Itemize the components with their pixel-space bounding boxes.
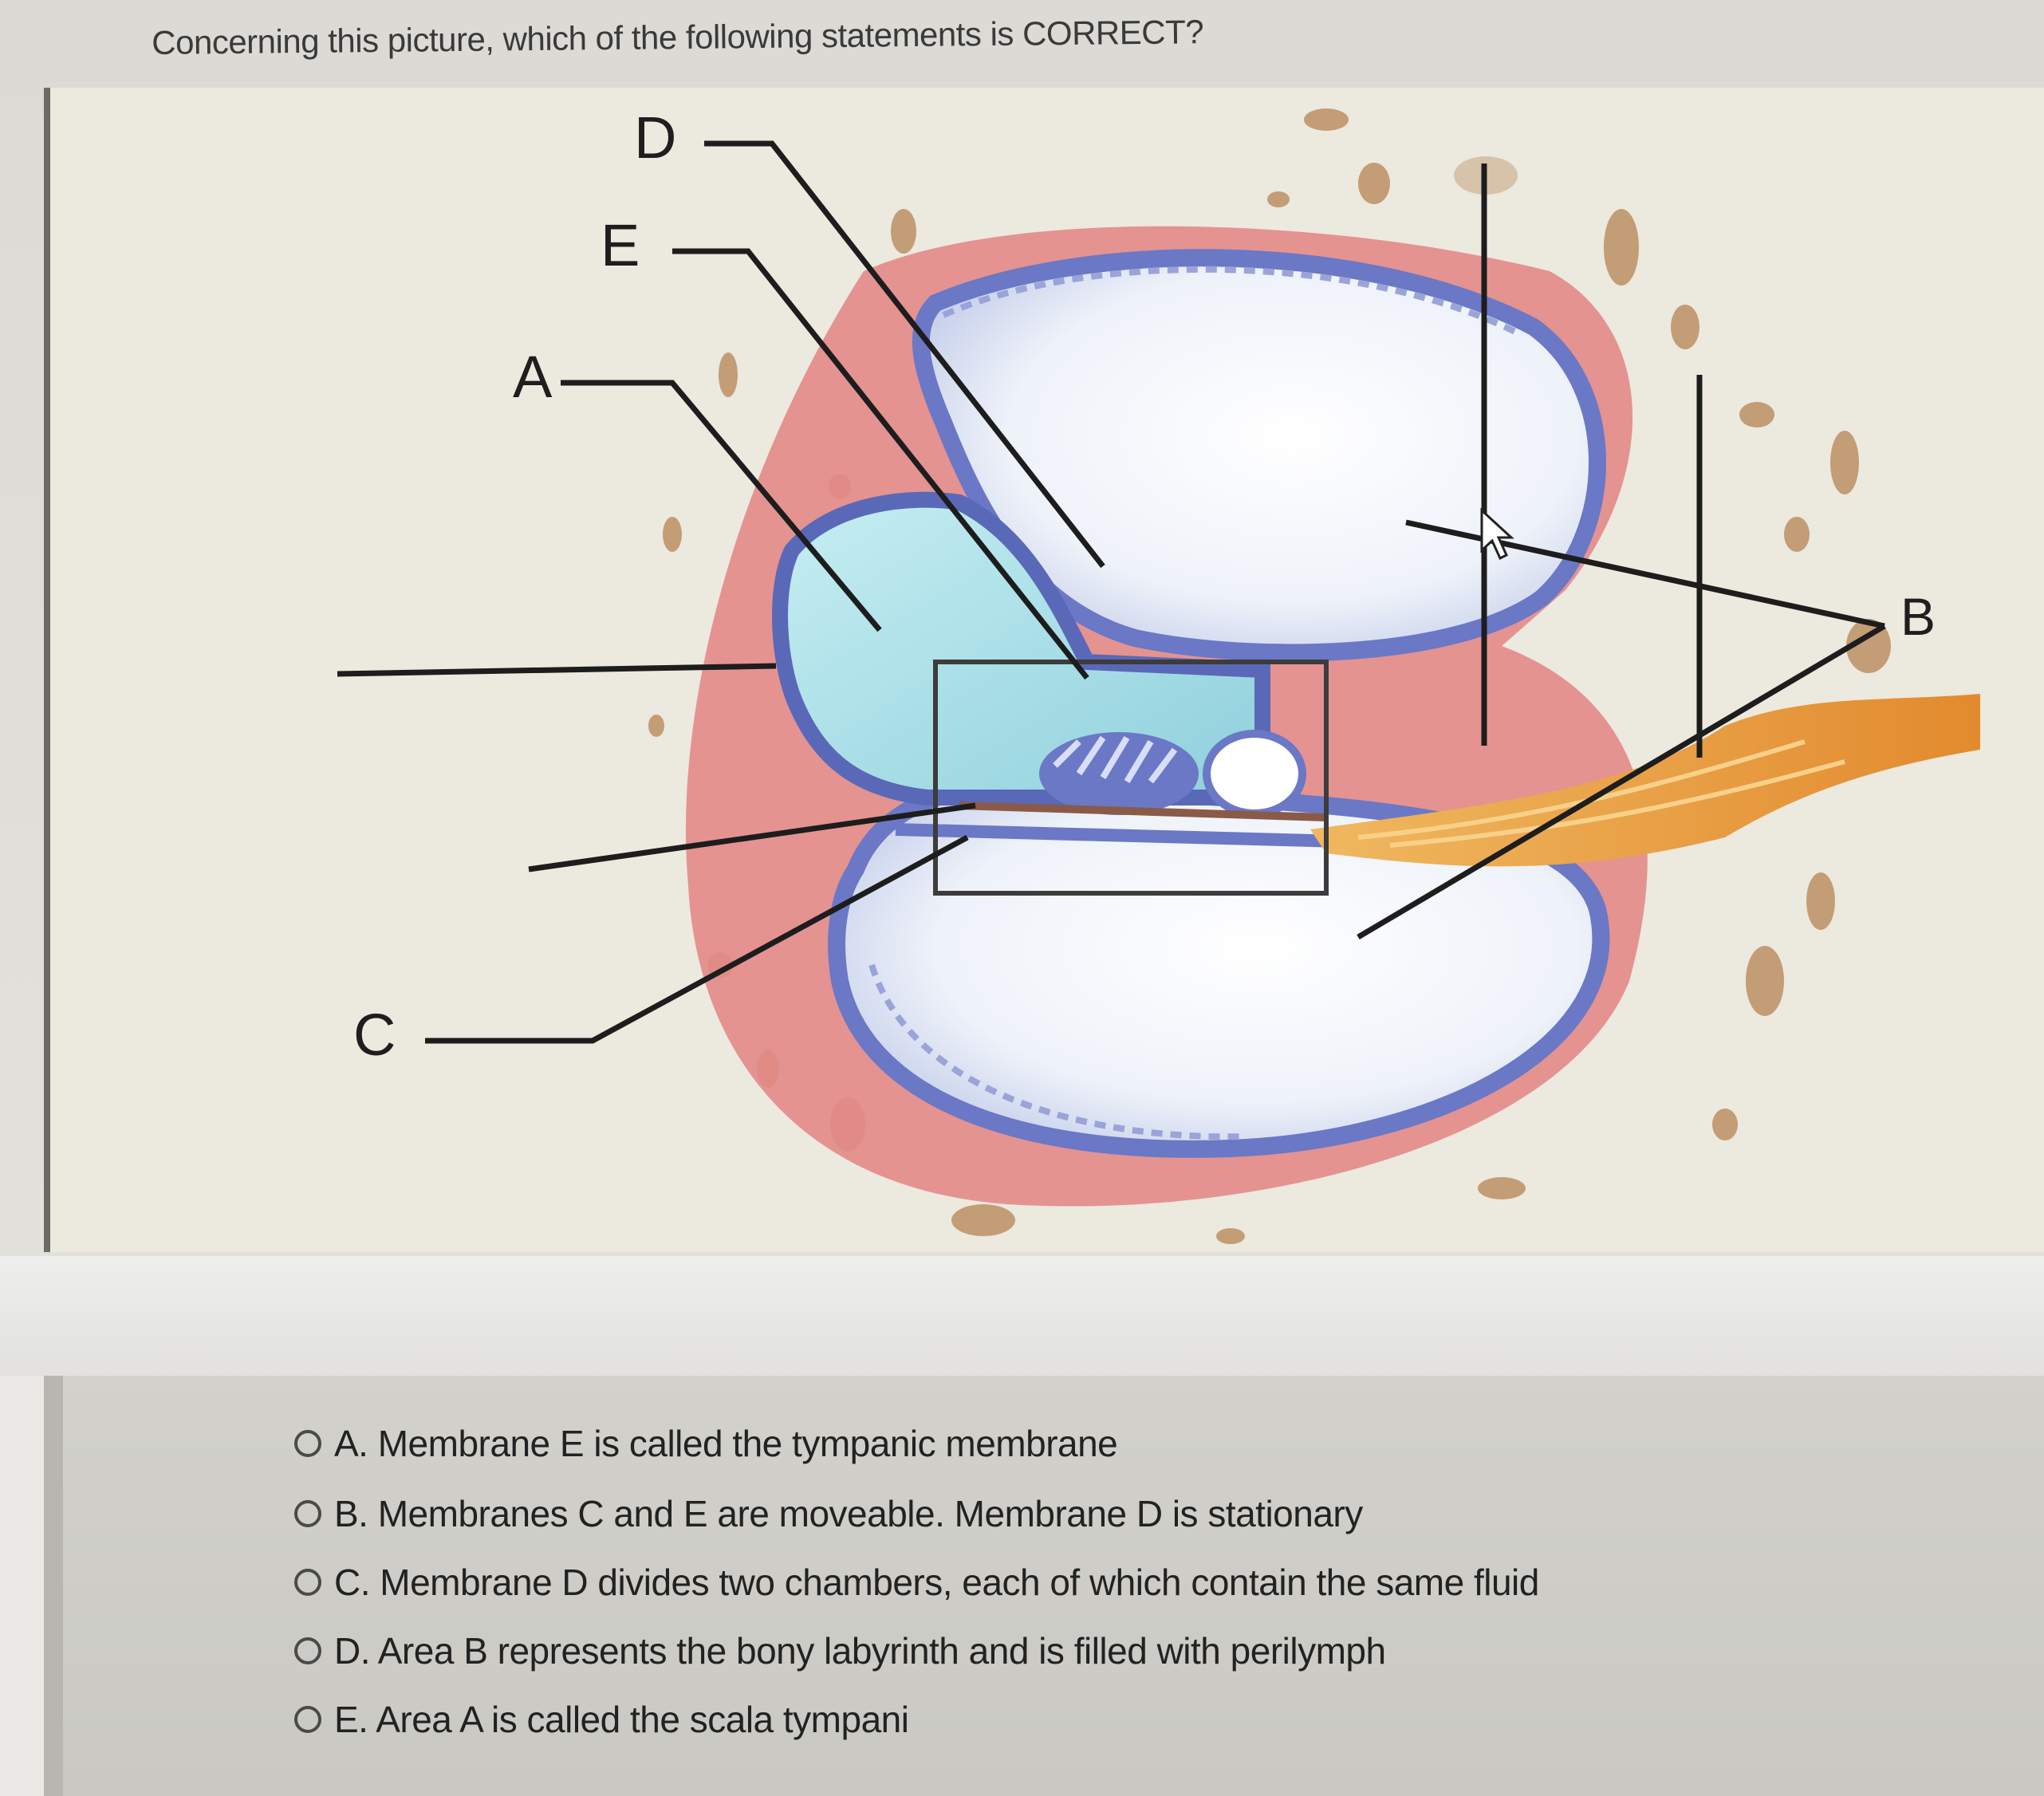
radio-button-icon[interactable] (294, 1500, 321, 1527)
option-e-text: E. Area A is called the scala tympani (334, 1698, 908, 1741)
label-d: D (634, 104, 676, 171)
option-c[interactable]: C. Membrane D divides two chambers, each… (294, 1554, 1539, 1610)
label-e: E (601, 211, 640, 279)
cochlea-diagram: D E A C B (44, 88, 2044, 1252)
radio-button-icon[interactable] (294, 1706, 321, 1733)
option-d[interactable]: D. Area B represents the bony labyrinth … (294, 1623, 1386, 1679)
option-b-text: B. Membranes C and E are moveable. Membr… (334, 1492, 1363, 1535)
label-b: B (1900, 586, 1936, 647)
cochlea-cross-section (50, 88, 2044, 1252)
radio-button-icon[interactable] (294, 1569, 321, 1596)
label-a: A (513, 343, 552, 411)
option-a-text: A. Membrane E is called the tympanic mem… (334, 1422, 1117, 1465)
label-c: C (353, 1001, 396, 1069)
option-e[interactable]: E. Area A is called the scala tympani (294, 1692, 908, 1747)
radio-button-icon[interactable] (294, 1637, 321, 1664)
organ-of-corti (1039, 732, 1302, 815)
option-a[interactable]: A. Membrane E is called the tympanic mem… (294, 1416, 1117, 1471)
answer-options-panel: A. Membrane E is called the tympanic mem… (44, 1376, 2044, 1796)
radio-button-icon[interactable] (294, 1430, 321, 1457)
spacer-band (0, 1256, 2044, 1376)
option-c-text: C. Membrane D divides two chambers, each… (334, 1561, 1539, 1604)
option-d-text: D. Area B represents the bony labyrinth … (334, 1629, 1386, 1672)
option-b[interactable]: B. Membranes C and E are moveable. Membr… (294, 1486, 1363, 1542)
